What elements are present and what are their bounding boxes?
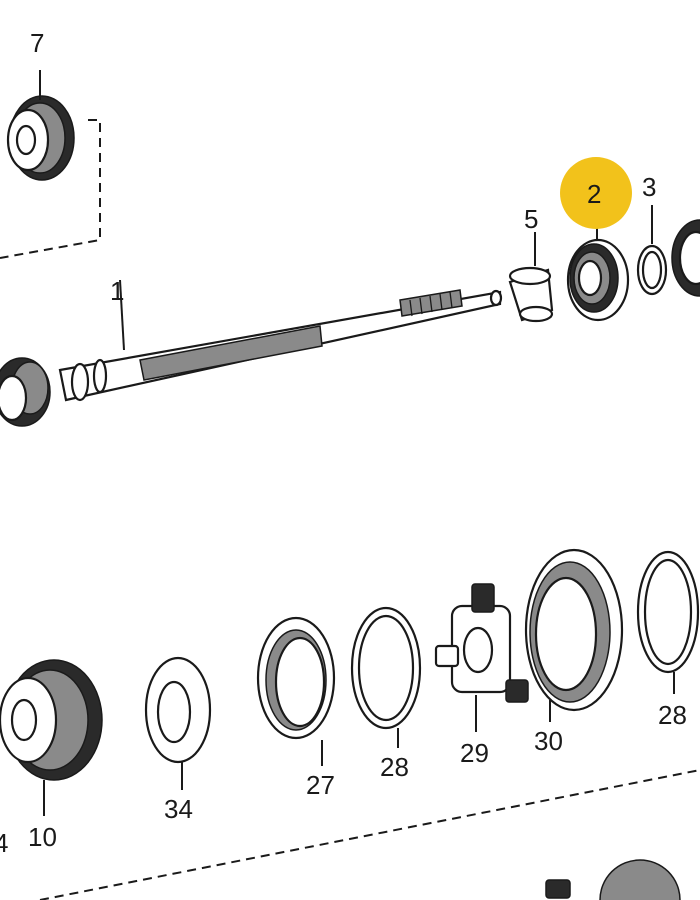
callout-5: 5 — [524, 204, 538, 234]
part-7-helical-gear[interactable] — [6, 70, 75, 181]
part-30-synchro-sleeve[interactable] — [524, 548, 624, 722]
callout-34: 34 — [164, 794, 193, 824]
part-10-helical-gear[interactable] — [0, 659, 103, 816]
part-28-snap-ring-left[interactable] — [350, 606, 422, 748]
part-29-synchro-hub[interactable] — [434, 583, 529, 732]
part-5-sleeve[interactable] — [508, 232, 554, 323]
assembly-guide-lines — [0, 119, 700, 900]
callout-10: 10 — [28, 822, 57, 852]
highlight-marker — [560, 157, 632, 229]
callout-30: 30 — [534, 726, 563, 756]
callout-28-right: 28 — [658, 700, 687, 730]
part-28-snap-ring-right[interactable] — [636, 550, 700, 694]
callout-7: 7 — [30, 28, 44, 58]
part-4-gear[interactable] — [671, 219, 700, 297]
callout-1: 1 — [110, 276, 124, 306]
callout-29: 29 — [460, 738, 489, 768]
part-1-main-shaft[interactable] — [0, 279, 503, 427]
part-34-thrust-washer[interactable] — [144, 656, 212, 790]
part-3-snap-ring[interactable] — [636, 205, 668, 296]
part-2-ball-bearing[interactable] — [566, 205, 630, 322]
callout-2: 2 — [587, 179, 601, 209]
part-27-synchro-ring[interactable] — [256, 616, 336, 766]
callout-27: 27 — [306, 770, 335, 800]
callout-4: 4 — [0, 828, 8, 858]
callout-3: 3 — [642, 172, 656, 202]
part-partial-bottom — [545, 859, 681, 900]
callout-28-left: 28 — [380, 752, 409, 782]
